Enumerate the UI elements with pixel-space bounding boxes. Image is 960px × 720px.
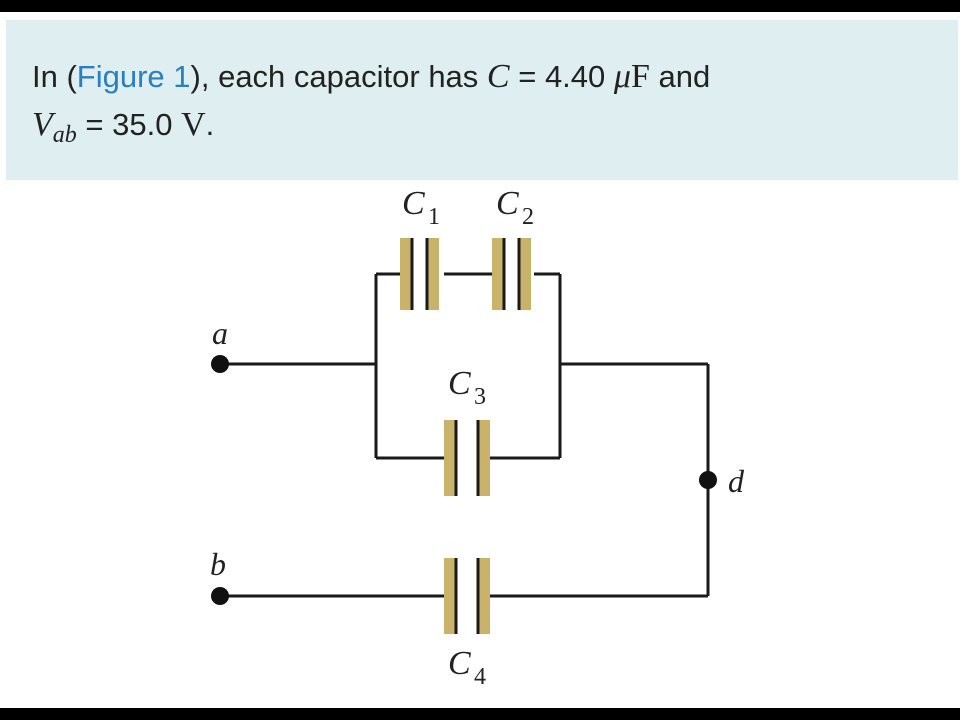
intro-text: In ( <box>32 59 77 94</box>
problem-line-1: In (Figure 1), each capacitor has C = 4.… <box>32 58 710 96</box>
wires <box>220 272 710 598</box>
terminal-b <box>211 587 229 605</box>
label-c2-letter: C <box>496 185 519 222</box>
label-c3-letter: C <box>448 365 471 402</box>
label-c3-sub: 3 <box>474 384 486 410</box>
circuit-diagram: a b d C 1 C 2 C 3 C 4 <box>210 185 745 690</box>
label-d: d <box>728 463 745 499</box>
label-c1-sub: 1 <box>428 204 440 230</box>
voltage-symbol: V <box>32 106 53 143</box>
capacitor-c4 <box>444 558 490 634</box>
capacitor-c3 <box>444 420 490 496</box>
farad-unit: F <box>630 58 650 95</box>
micro-symbol: μ <box>613 58 631 95</box>
problem-line-2: Vab = 35.0 V. <box>32 106 214 149</box>
label-c4-sub: 4 <box>474 664 486 690</box>
figure-frame: In (Figure 1), each capacitor has C = 4.… <box>0 12 960 708</box>
volt-unit: V <box>181 106 206 143</box>
figure-1-link[interactable]: Figure 1 <box>76 59 191 94</box>
and-text: and <box>649 59 711 94</box>
terminal-a <box>211 355 229 373</box>
problem-statement: In (Figure 1), each capacitor has C = 4.… <box>6 20 958 180</box>
each-text: ), each capacitor has <box>190 59 487 94</box>
voltage-subscript: ab <box>52 122 77 148</box>
label-a: a <box>212 315 228 351</box>
capacitance-value: = 4.40 <box>509 59 614 94</box>
capacitor-c1 <box>400 238 439 310</box>
label-c4: C 4 <box>448 645 486 690</box>
label-c1-letter: C <box>402 185 425 222</box>
node-d <box>699 471 717 489</box>
period: . <box>205 107 215 142</box>
label-c4-letter: C <box>448 645 471 682</box>
label-c2-sub: 2 <box>522 204 534 230</box>
label-b: b <box>210 546 226 582</box>
label-c1: C 1 <box>402 185 440 230</box>
label-c3: C 3 <box>448 365 486 410</box>
voltage-value: = 35.0 <box>76 107 182 142</box>
capacitance-symbol: C <box>486 58 510 95</box>
label-c2: C 2 <box>496 185 534 230</box>
capacitor-c2 <box>492 238 531 310</box>
